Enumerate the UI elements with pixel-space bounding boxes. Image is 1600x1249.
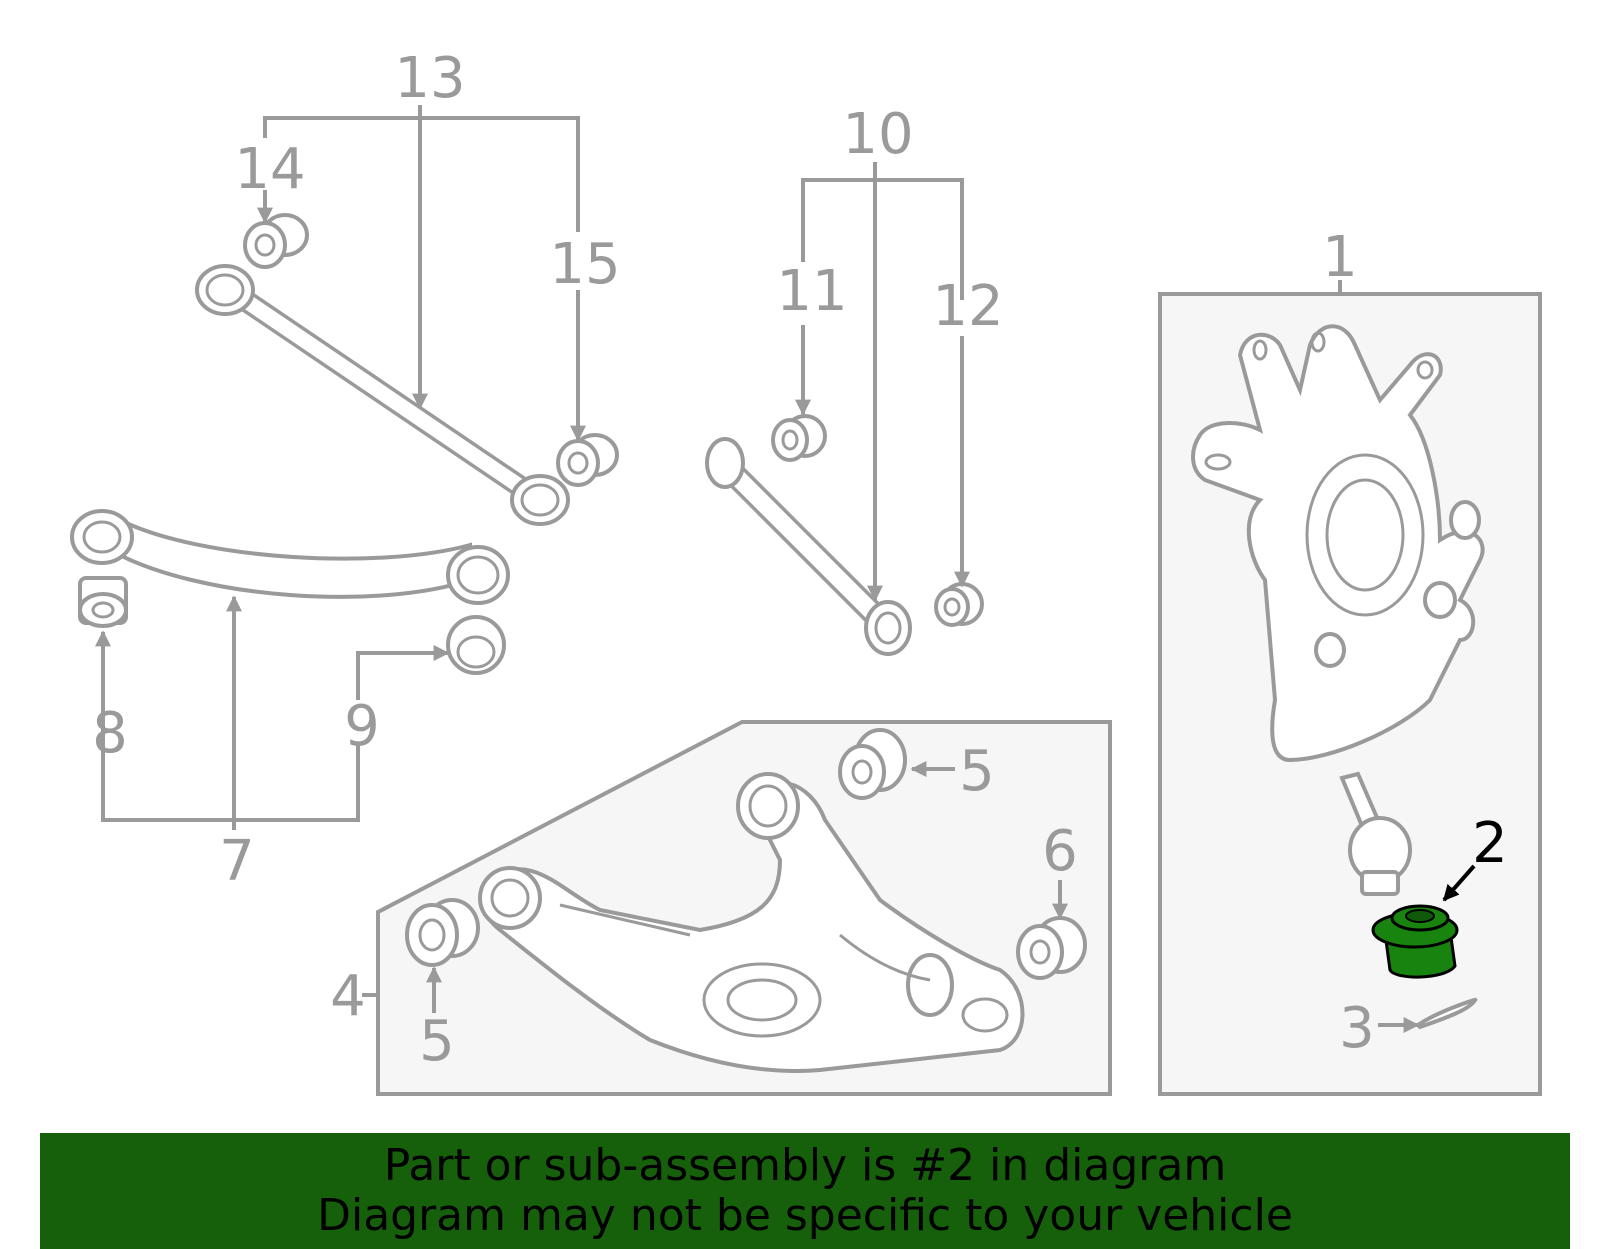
lower-link-10 bbox=[705, 437, 912, 656]
callout-2: 2 bbox=[1472, 811, 1508, 876]
callout-labels: 13 14 15 10 11 12 1 8 9 7 5 6 4 5 2 3 bbox=[92, 46, 1508, 1074]
parts-diagram: 13 14 15 10 11 12 1 8 9 7 5 6 4 5 2 3 bbox=[70, 46, 1542, 1096]
callout-7: 7 bbox=[219, 829, 255, 894]
bushing-8 bbox=[78, 576, 128, 628]
bushing-12 bbox=[934, 582, 984, 627]
bushing-5-upper bbox=[838, 728, 907, 800]
callout-6: 6 bbox=[1042, 819, 1078, 884]
callout-14: 14 bbox=[234, 137, 305, 202]
callout-4: 4 bbox=[330, 964, 366, 1029]
clip-3 bbox=[1414, 997, 1478, 1030]
callout-10: 10 bbox=[842, 102, 913, 167]
callout-9: 9 bbox=[344, 694, 380, 759]
knuckle-1 bbox=[1191, 324, 1485, 763]
callout-5-upper: 5 bbox=[959, 739, 995, 804]
bushing-11 bbox=[771, 414, 827, 462]
bushing-14 bbox=[243, 213, 309, 269]
bushing-9 bbox=[446, 615, 506, 675]
banner-line-2: Diagram may not be specific to your vehi… bbox=[317, 1190, 1293, 1241]
curved-arm-7 bbox=[70, 509, 510, 605]
lower-control-arm-4 bbox=[478, 772, 1025, 1073]
callout-13: 13 bbox=[394, 46, 465, 111]
banner-line-1: Part or sub-assembly is #2 in diagram bbox=[383, 1140, 1227, 1191]
callout-8: 8 bbox=[92, 701, 128, 766]
bushing-5-lower bbox=[405, 898, 480, 967]
callout-15: 15 bbox=[549, 232, 620, 297]
upper-link-13 bbox=[195, 264, 570, 526]
callout-11: 11 bbox=[776, 259, 847, 324]
info-banner: Part or sub-assembly is #2 in diagram Di… bbox=[40, 1133, 1570, 1249]
callout-12: 12 bbox=[932, 274, 1003, 339]
bushing-6 bbox=[1016, 916, 1087, 980]
callout-1: 1 bbox=[1322, 225, 1358, 290]
highlighted-bushing-2 bbox=[1371, 904, 1459, 979]
callout-5-lower: 5 bbox=[419, 1009, 455, 1074]
ball-joint bbox=[1339, 771, 1412, 896]
leader-lines bbox=[95, 105, 1476, 1033]
callout-3: 3 bbox=[1339, 996, 1375, 1061]
bushing-15 bbox=[556, 433, 619, 487]
